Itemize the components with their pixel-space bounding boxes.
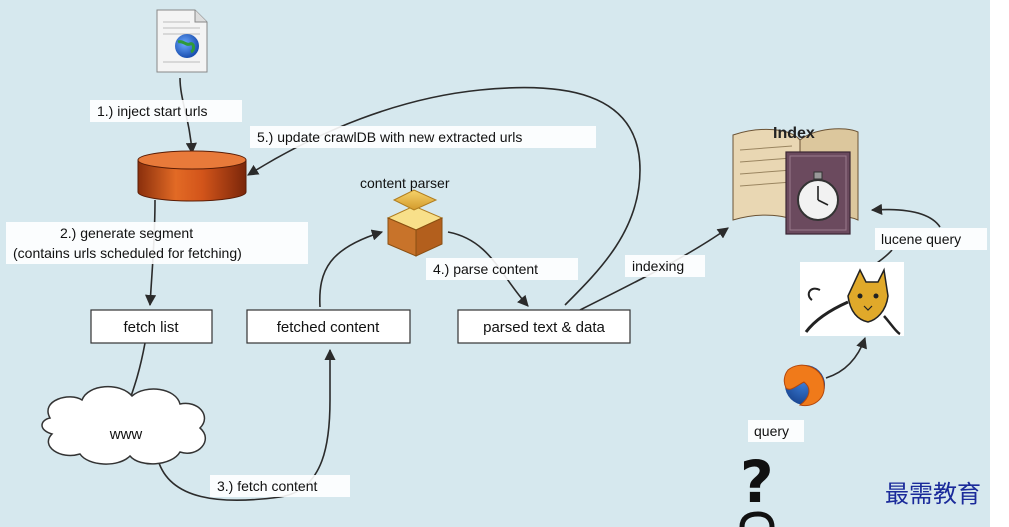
index-title: Index (773, 125, 815, 142)
step-update-label: 5.) update crawlDB with new extracted ur… (250, 126, 596, 148)
step-inject-label: 1.) inject start urls (90, 100, 242, 122)
document-globe-icon (156, 9, 208, 73)
arrow-lucene-query (870, 203, 941, 228)
svg-text:lucene query: lucene query (881, 231, 961, 247)
fetched-content-node: fetched content (246, 309, 411, 344)
www-cloud: www (41, 385, 207, 465)
step-fetch-label: 3.) fetch content (210, 475, 350, 497)
svg-text:(contains urls scheduled for f: (contains urls scheduled for fetching) (13, 245, 242, 261)
lucene-query-label: lucene query (875, 228, 987, 250)
www-label: www (109, 426, 143, 443)
step-generate-label: 2.) generate segment (contains urls sche… (6, 222, 308, 264)
book-stopwatch-icon (732, 128, 859, 235)
fetched-content-label: fetched content (277, 319, 380, 336)
svg-text:content parser: content parser (360, 175, 450, 191)
database-cylinder-icon (137, 150, 247, 202)
query-label: query (748, 420, 804, 442)
svg-text:indexing: indexing (632, 258, 684, 274)
arrow-update-crawldb (247, 86, 641, 306)
watermark: 最需教育 (885, 480, 981, 508)
fetch-list-label: fetch list (123, 319, 179, 336)
firefox-icon (783, 364, 825, 407)
content-parser-title: content parser (360, 175, 450, 191)
svg-text:Index: Index (773, 125, 815, 142)
user-head-partial (739, 511, 775, 527)
svg-text:query: query (754, 423, 789, 439)
step-indexing-label: indexing (625, 255, 705, 277)
parsed-text-node: parsed text & data (457, 309, 631, 344)
svg-text:2.) generate segment: 2.) generate segment (60, 225, 193, 241)
tomcat-cat-icon (800, 262, 904, 336)
step-parse-label: 4.) parse content (426, 258, 578, 280)
package-box-icon (386, 189, 444, 257)
question-mark: ? (740, 448, 774, 516)
svg-text:1.) inject start urls: 1.) inject start urls (97, 103, 207, 119)
svg-text:4.) parse content: 4.) parse content (433, 261, 538, 277)
arrow-browser-to-tomcat (825, 336, 867, 379)
fetch-list-node: fetch list (90, 309, 213, 344)
svg-text:3.) fetch content: 3.) fetch content (217, 478, 318, 494)
svg-text:5.) update crawlDB with new ex: 5.) update crawlDB with new extracted ur… (257, 129, 522, 145)
arrow-to-parser (319, 229, 384, 308)
parsed-text-label: parsed text & data (483, 319, 605, 336)
